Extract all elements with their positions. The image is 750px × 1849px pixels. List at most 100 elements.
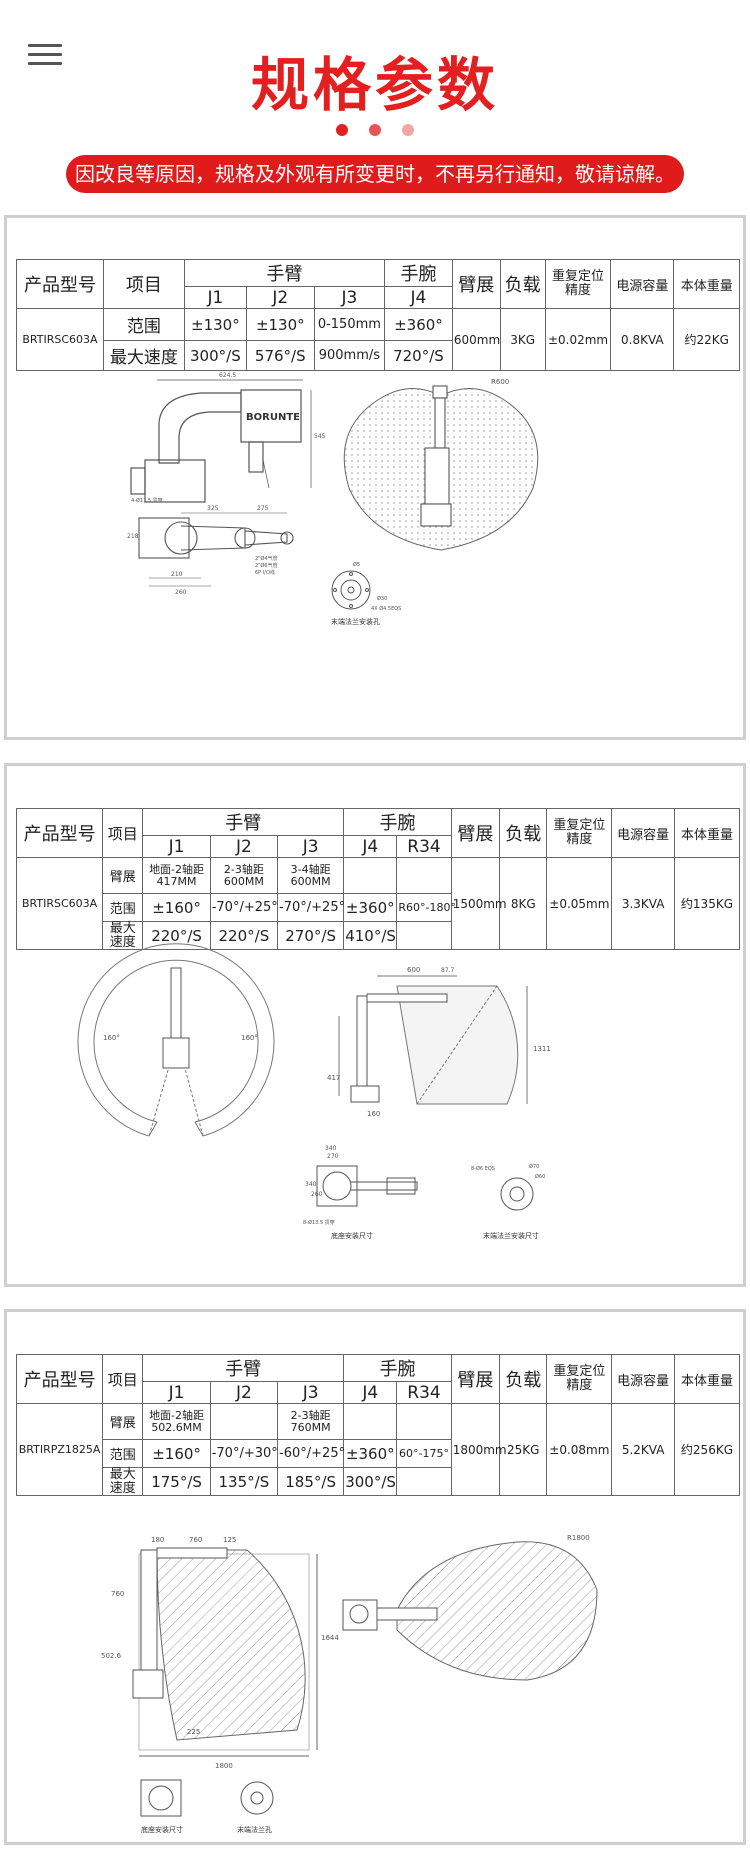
hdr-repeat: 重复定位精度 bbox=[546, 808, 613, 858]
load-value: 8KG bbox=[499, 856, 548, 951]
angle-left: 160° bbox=[103, 1034, 120, 1042]
hdr-reach: 臂展 bbox=[450, 1354, 501, 1404]
row-label-range: 范围 bbox=[102, 893, 144, 922]
flange-view bbox=[331, 570, 371, 610]
dim-260: 260 bbox=[175, 589, 187, 596]
speed-j2: 135°/S bbox=[209, 1466, 279, 1497]
carousel-dots bbox=[0, 124, 750, 136]
flange-caption: 末端法兰孔 bbox=[237, 1825, 272, 1834]
speed-j1: 175°/S bbox=[142, 1466, 211, 1497]
range-j2: ±130° bbox=[245, 308, 315, 341]
axis-j3: J3 bbox=[277, 835, 345, 858]
scara-side-view bbox=[130, 379, 312, 503]
hdr-arm: 手臂 bbox=[142, 1354, 345, 1382]
arm-length-4 bbox=[343, 857, 398, 894]
arm-length-5 bbox=[396, 1403, 452, 1440]
dot-1 bbox=[336, 124, 348, 136]
hdr-arm: 手臂 bbox=[142, 808, 345, 836]
hdr-power: 电源容量 bbox=[611, 1354, 675, 1404]
axis-j4: J4 bbox=[343, 1381, 398, 1404]
arm-length-4 bbox=[343, 1403, 398, 1440]
dim-d30: Ø30 bbox=[377, 595, 387, 602]
axis-r34: R34 bbox=[396, 835, 452, 858]
reach-value: 600mm bbox=[451, 308, 501, 371]
workspace-view bbox=[343, 385, 539, 551]
weight-value: 约22KG bbox=[673, 308, 740, 371]
hdr-load: 负载 bbox=[499, 808, 548, 858]
dim-270: 270 bbox=[327, 1153, 339, 1160]
speed-j1: 220°/S bbox=[142, 920, 211, 951]
dim-260: 260 bbox=[311, 1191, 323, 1198]
weight-value: 约135KG bbox=[673, 856, 741, 951]
load-value: 25KG bbox=[499, 1402, 548, 1497]
robot-top-icon bbox=[162, 967, 190, 1069]
base-caption: 底座安装尺寸 bbox=[331, 1231, 373, 1240]
hdr-power: 电源容量 bbox=[611, 808, 675, 858]
speed-j1: 300°/S bbox=[183, 340, 247, 371]
range-r34: 60°-175° bbox=[396, 1439, 452, 1468]
arm-length-2 bbox=[209, 1403, 279, 1440]
dim-125: 125 bbox=[223, 1536, 236, 1544]
hdr-model: 产品型号 bbox=[15, 808, 104, 858]
dim-325: 325 bbox=[207, 505, 219, 512]
arm-length-3: 2-3轴距760MM bbox=[277, 1403, 345, 1440]
hdr-arm: 手臂 bbox=[183, 259, 386, 287]
row-label-arm: 臂展 bbox=[102, 1403, 144, 1440]
page-title: 规格参数 bbox=[250, 51, 499, 119]
row-label-arm: 臂展 bbox=[102, 857, 144, 894]
dim-760b: 760 bbox=[111, 1590, 124, 1598]
base-top-view bbox=[316, 1165, 418, 1207]
speed-j3: 270°/S bbox=[277, 920, 345, 951]
range-j3: -70°/+25° bbox=[277, 893, 345, 922]
brand-label: BORUNTE bbox=[246, 412, 300, 423]
robot-top-icon bbox=[342, 1599, 438, 1631]
dim-180: 180 bbox=[151, 1536, 164, 1544]
speed-j4: 300°/S bbox=[343, 1466, 398, 1497]
dim-624: 624.5 bbox=[219, 372, 236, 379]
hdr-reach: 臂展 bbox=[450, 808, 501, 858]
note-air6: 2"Ø6气管 bbox=[255, 562, 278, 569]
dim-r1800: R1800 bbox=[567, 1534, 590, 1542]
hdr-model: 产品型号 bbox=[15, 1354, 104, 1404]
dot-2 bbox=[369, 124, 381, 136]
power-value: 0.8KVA bbox=[610, 308, 675, 371]
arm-length-5 bbox=[396, 857, 452, 894]
range-j4: ±360° bbox=[384, 308, 453, 341]
spec-table-3: 产品型号 项目 手臂 手腕 臂展 负载 重复定位精度 电源容量 本体重量 J1 … bbox=[15, 1354, 741, 1497]
axis-j4: J4 bbox=[384, 286, 453, 309]
hdr-wrist: 手腕 bbox=[384, 259, 453, 287]
range-j1: ±130° bbox=[183, 308, 247, 341]
dim-d5: Ø5 bbox=[353, 561, 360, 568]
load-value: 3KG bbox=[499, 308, 546, 371]
dim-545: 545 bbox=[314, 433, 326, 440]
axis-j1: J1 bbox=[142, 1381, 211, 1404]
flange-view bbox=[240, 1781, 274, 1815]
dim-210: 210 bbox=[171, 571, 183, 578]
dim-87: 87.7 bbox=[441, 967, 455, 974]
drawing-2: 160° 160° 600 87.7 417 1311 160 340 270 bbox=[77, 943, 551, 1240]
dim-760a: 760 bbox=[189, 1536, 202, 1544]
note-air4: 2"Ø4气管 bbox=[255, 555, 278, 562]
spec-card-2: 产品型号 项目 手臂 手腕 臂展 负载 重复定位精度 电源容量 本体重量 J1 … bbox=[4, 763, 746, 1287]
dim-1311: 1311 bbox=[533, 1045, 551, 1053]
dim-eqs: 8-Ø6 EQS bbox=[471, 1165, 495, 1172]
dim-1644: 1644 bbox=[321, 1634, 339, 1642]
base-caption: 底座安装尺寸 bbox=[141, 1825, 183, 1834]
menu-icon[interactable] bbox=[28, 44, 62, 66]
reach-view bbox=[338, 975, 528, 1105]
axis-j3: J3 bbox=[277, 1381, 345, 1404]
hdr-power: 电源容量 bbox=[610, 259, 675, 309]
model-name: BRTIRSC603A bbox=[16, 308, 104, 371]
dim-d70: Ø70 bbox=[529, 1163, 539, 1170]
hdr-item: 项目 bbox=[102, 1354, 144, 1404]
dim-417: 417 bbox=[327, 1074, 340, 1082]
top-reach-view bbox=[396, 1541, 598, 1681]
range-j2: -70°/+25° bbox=[209, 893, 279, 922]
dim-340: 340 bbox=[325, 1145, 337, 1152]
dim-225: 225 bbox=[187, 1728, 200, 1736]
hdr-weight: 本体重量 bbox=[673, 808, 741, 858]
dim-218: 218 bbox=[127, 533, 139, 540]
flange-caption: 末端法兰安装孔 bbox=[331, 617, 380, 626]
model-name: BRTIRPZ1825A bbox=[15, 1402, 104, 1497]
robot-side-icon bbox=[132, 1547, 228, 1699]
